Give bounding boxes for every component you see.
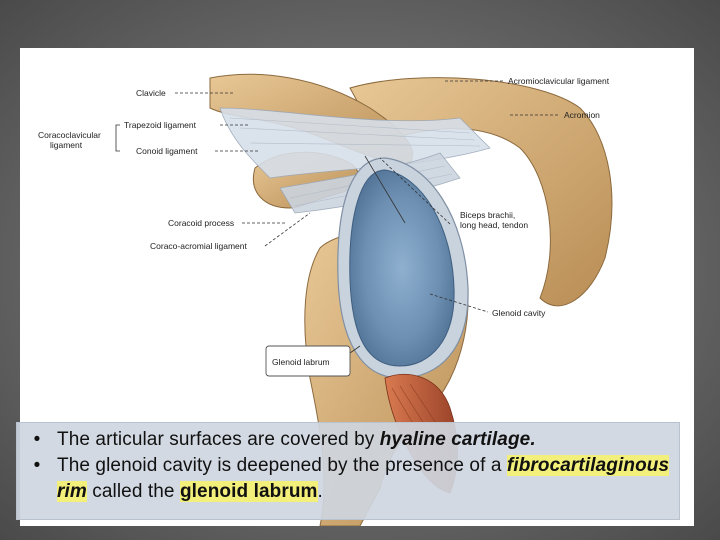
bullet-2-end: . [317, 481, 323, 502]
label-coracoclavicular-ligament-line1: Coracoclavicular [38, 130, 101, 140]
label-acromion: Acromion [564, 110, 600, 120]
bullet-dot-icon: • [33, 455, 41, 476]
anatomy-figure: Clavicle Acromioclavicular ligament Cora… [20, 48, 694, 526]
glenoid-cavity-cartilage [349, 169, 455, 367]
bullet-2-term: glenoid labrum [179, 481, 318, 502]
label-clavicle: Clavicle [136, 88, 166, 98]
bullet-2-text-a: The glenoid cavity is deepened by the pr… [57, 455, 507, 476]
bullet-dot-icon: • [33, 429, 41, 450]
label-glenoid-labrum: Glenoid labrum [272, 357, 330, 367]
bullet-2-text-b: called the [86, 481, 180, 502]
label-acromioclavicular-ligament: Acromioclavicular ligament [508, 76, 610, 86]
shoulder-joint-illustration: Clavicle Acromioclavicular ligament Cora… [38, 73, 613, 526]
bullet-1-text: The articular surfaces are covered by [57, 429, 380, 450]
bullet-1-emphasis: hyaline cartilage. [379, 429, 536, 450]
label-conoid-ligament: Conoid ligament [136, 146, 198, 156]
bullet-item-1: • The articular surfaces are covered by … [27, 427, 671, 453]
label-biceps-line1: Biceps brachii, [460, 210, 515, 220]
label-glenoid-cavity: Glenoid cavity [492, 308, 546, 318]
label-coracoid-process: Coracoid process [168, 218, 234, 228]
label-coracoclavicular-ligament-line2: ligament [50, 140, 83, 150]
acromion-bone [349, 77, 613, 307]
bullet-text-box: • The articular surfaces are covered by … [16, 422, 680, 520]
label-biceps-line2: long head, tendon [460, 220, 528, 230]
label-coraco-acromial-ligament: Coraco-acromial ligament [150, 241, 247, 251]
label-trapezoid-ligament: Trapezoid ligament [124, 120, 197, 130]
bullet-item-2: • The glenoid cavity is deepened by the … [27, 453, 671, 505]
